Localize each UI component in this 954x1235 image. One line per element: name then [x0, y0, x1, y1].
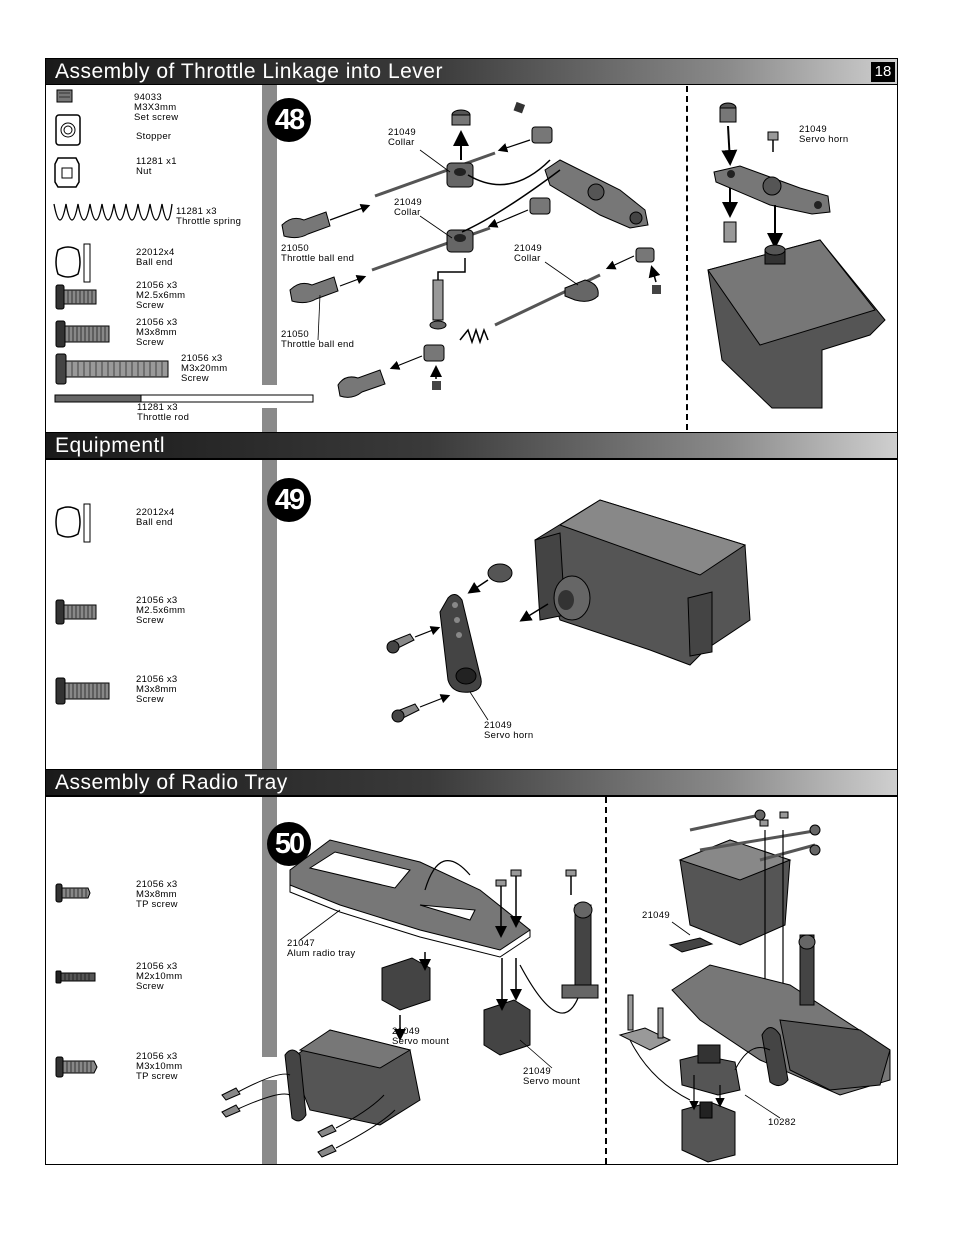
section-title: Assembly of Throttle Linkage into Lever	[55, 60, 443, 83]
parts-column-rail	[262, 408, 277, 432]
screw-icon	[55, 677, 110, 705]
step-badge-49: 49	[267, 478, 311, 522]
step48-linkage-illustration	[281, 101, 661, 398]
throttle-rod-icon	[54, 392, 316, 410]
parts-column-rail	[262, 1080, 277, 1164]
screw-icon	[55, 599, 97, 625]
screw-icon	[55, 320, 110, 348]
section-separator	[45, 796, 898, 797]
section-header-radio-tray: Assembly of Radio Tray	[45, 769, 898, 796]
callout-10282: 10282	[768, 1117, 796, 1128]
step50-complete-illustration	[618, 809, 891, 1163]
ball-end-icon	[55, 503, 91, 543]
tp-screw-icon	[55, 883, 91, 903]
nut-icon	[54, 157, 80, 188]
section-header-equipment: Equipmentl	[45, 432, 898, 459]
parts-column-rail	[262, 460, 277, 769]
callout-21049: 21049	[642, 910, 670, 921]
screw-icon	[55, 970, 96, 984]
step-divider	[605, 797, 607, 1164]
section-separator	[45, 459, 898, 460]
spring-icon	[53, 203, 173, 221]
part-stopper: Stopper	[54, 113, 171, 147]
section-title: Equipmentl	[55, 434, 166, 457]
step-badge-50: 50	[267, 822, 311, 866]
step48-servo-illustration	[707, 102, 886, 409]
step-divider	[686, 86, 688, 430]
section-title: Assembly of Radio Tray	[55, 771, 288, 794]
screw-icon	[55, 353, 169, 385]
set-screw-icon	[56, 89, 73, 103]
parts-column-rail	[262, 85, 277, 385]
step49-servo-illustration	[386, 499, 751, 723]
screw-icon	[55, 284, 97, 310]
ball-end-icon	[55, 243, 91, 283]
step50-tray-illustration	[221, 839, 599, 1158]
stopper-icon	[55, 114, 81, 146]
parts-column-rail	[262, 797, 277, 1057]
page-number: 18	[871, 62, 895, 82]
tp-screw-icon	[55, 1056, 98, 1078]
section-header-throttle-linkage: Assembly of Throttle Linkage into Lever …	[45, 58, 898, 85]
step-badge-48: 48	[267, 98, 311, 142]
